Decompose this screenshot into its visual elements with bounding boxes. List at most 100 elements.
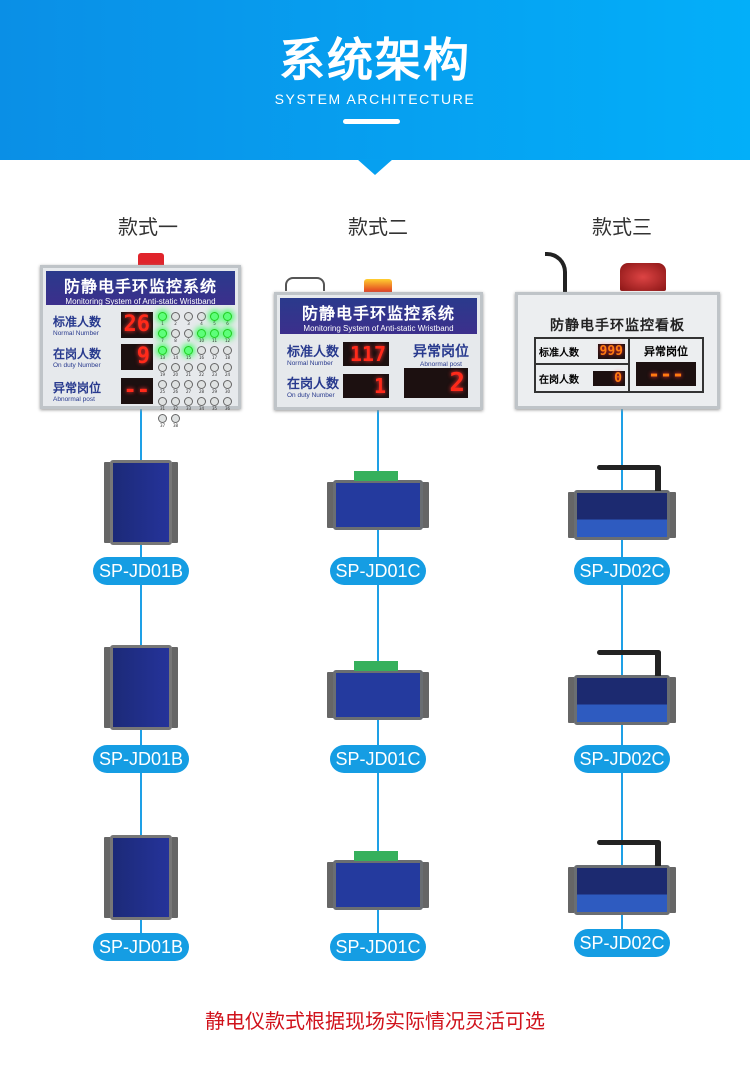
led-number: 19	[159, 372, 166, 377]
model-label: SP-JD01C	[330, 745, 426, 773]
led-number: 2	[174, 321, 177, 326]
model-label: SP-JD02C	[574, 745, 670, 773]
column-title-3: 款式三	[592, 215, 652, 239]
led-indicator: 12	[221, 329, 234, 346]
led-number: 9	[187, 338, 190, 343]
led-indicator: 18	[221, 346, 234, 363]
led-number: 23	[211, 372, 218, 377]
model-label: SP-JD01B	[93, 557, 189, 585]
on-duty-display: 9	[121, 344, 153, 370]
led-indicator: 2	[169, 312, 182, 329]
led-number: 15	[185, 355, 192, 360]
led-number: 16	[198, 355, 205, 360]
led-number: 22	[198, 372, 205, 377]
led-indicator: 28	[195, 380, 208, 397]
led-number: 14	[172, 355, 179, 360]
led-number: 18	[224, 355, 231, 360]
normal-number-display: 26	[121, 312, 153, 338]
led-indicator: 30	[221, 380, 234, 397]
led-indicator: 27	[182, 380, 195, 397]
led-number: 34	[198, 406, 205, 411]
led-indicator: 8	[169, 329, 182, 346]
led-indicator: 9	[182, 329, 195, 346]
led-indicator: 24	[221, 363, 234, 380]
led-light	[210, 363, 219, 372]
controller-device-sp-jd01c	[333, 471, 423, 530]
page-title: 系统架构	[279, 33, 471, 87]
led-light	[171, 329, 180, 338]
led-light	[184, 329, 193, 338]
column-title-2: 款式二	[348, 215, 408, 239]
led-light	[223, 312, 232, 321]
led-number: 35	[211, 406, 218, 411]
led-indicator: 31	[156, 397, 169, 414]
antenna-base	[655, 467, 661, 491]
footer-note: 静电仪款式根据现场实际情况灵活可选	[205, 1009, 545, 1033]
cable	[285, 277, 325, 291]
title-underline	[343, 119, 400, 124]
led-number: 13	[159, 355, 166, 360]
led-indicator: 21	[182, 363, 195, 380]
led-indicator: 23	[208, 363, 221, 380]
led-number: 36	[224, 406, 231, 411]
alarm-light	[138, 253, 164, 265]
led-indicator: 14	[169, 346, 182, 363]
led-number: 6	[226, 321, 229, 326]
led-light	[158, 329, 167, 338]
led-indicator: 37	[156, 414, 169, 431]
controller-device-sp-jd01b	[110, 835, 172, 920]
led-light	[223, 329, 232, 338]
led-indicator: 10	[195, 329, 208, 346]
board-title-cn: 防静电手环监控看板	[550, 318, 685, 334]
led-light	[210, 329, 219, 338]
banner-pointer	[357, 159, 393, 175]
led-number: 8	[174, 338, 177, 343]
board-title-cn: 防静电手环监控系统	[63, 277, 217, 296]
abnormal-post-display: 2	[404, 368, 468, 398]
alarm-light	[364, 279, 392, 293]
led-number: 7	[161, 338, 164, 343]
led-number: 21	[185, 372, 192, 377]
led-number: 38	[172, 423, 179, 428]
abnormal-post-label: 异常岗位	[644, 345, 688, 358]
led-light	[158, 312, 167, 321]
controller-device-sp-jd01b	[110, 645, 172, 730]
abnormal-post-display: --	[121, 378, 153, 404]
terminal-block	[354, 661, 398, 671]
led-light	[184, 363, 193, 372]
led-light	[223, 363, 232, 372]
led-number: 4	[200, 321, 203, 326]
model-label: SP-JD01C	[330, 933, 426, 961]
led-indicator: 1	[156, 312, 169, 329]
led-number: 27	[185, 389, 192, 394]
display-board-2: 防静电手环监控系统 Monitoring System of Anti-stat…	[274, 292, 483, 410]
led-light	[223, 380, 232, 389]
led-light	[158, 397, 167, 406]
led-indicator: 16	[195, 346, 208, 363]
led-light	[184, 346, 193, 355]
led-number: 31	[159, 406, 166, 411]
controller-device-sp-jd02c	[574, 650, 670, 725]
led-light	[210, 346, 219, 355]
led-number: 29	[211, 389, 218, 394]
led-indicator: 6	[221, 312, 234, 329]
led-light	[158, 363, 167, 372]
controller-device-sp-jd01c	[333, 661, 423, 720]
led-number: 26	[172, 389, 179, 394]
led-number: 10	[198, 338, 205, 343]
header-banner	[0, 0, 750, 160]
led-indicator: 26	[169, 380, 182, 397]
normal-number-display: 999	[597, 343, 625, 359]
board-title-cn: 防静电手环监控系统	[301, 304, 455, 323]
led-indicator: 4	[195, 312, 208, 329]
board-header: 防静电手环监控系统 Monitoring System of Anti-stat…	[280, 298, 477, 334]
led-indicator: 32	[169, 397, 182, 414]
led-number: 11	[211, 338, 218, 343]
controller-device-sp-jd01b	[110, 460, 172, 545]
